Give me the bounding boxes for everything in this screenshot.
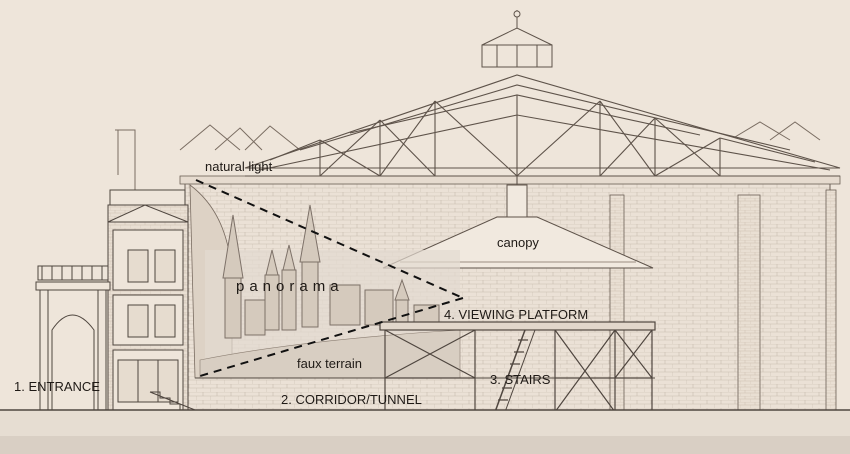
portico [35, 265, 111, 411]
roof-lantern [481, 10, 553, 68]
stairs-label: 3. STAIRS [490, 372, 551, 387]
roof-truss [244, 74, 841, 188]
canopy-label: canopy [497, 235, 539, 250]
panorama-label: panorama [236, 278, 344, 295]
faux-terrain-label: faux terrain [297, 356, 363, 371]
natural-light-label: natural light [205, 159, 273, 174]
entrance-building [107, 189, 189, 411]
corridor-tunnel-label: 2. CORRIDOR/TUNNEL [281, 392, 422, 407]
viewing-platform-label: 4. VIEWING PLATFORM [444, 307, 589, 322]
panorama-painting [189, 184, 461, 379]
entrance-steps [149, 391, 196, 411]
ground-line [0, 409, 850, 454]
rear-rooflines [115, 121, 821, 190]
sight-lines [195, 179, 464, 377]
entrance-label: 1. ENTRANCE [14, 379, 100, 394]
